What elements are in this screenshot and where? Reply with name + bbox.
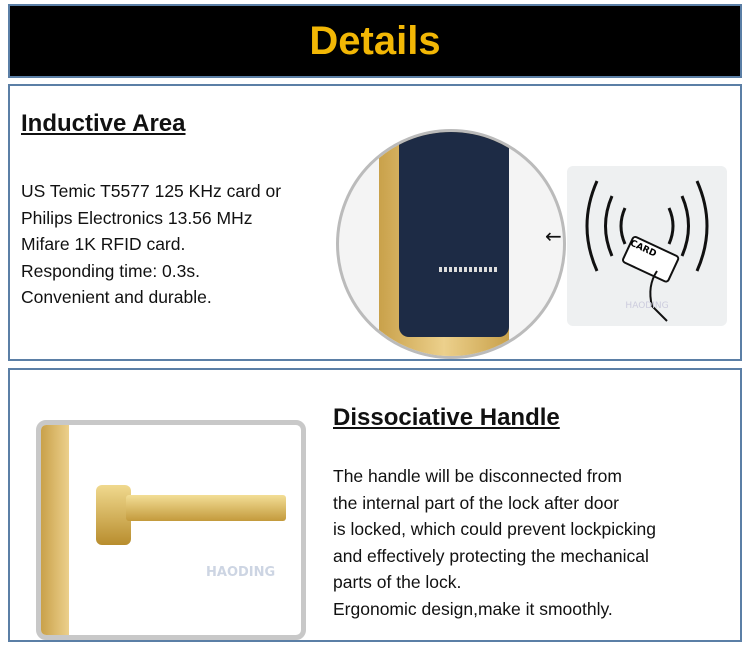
- text-line: Mifare 1K RFID card.: [21, 234, 186, 254]
- header-banner: Details: [8, 4, 742, 78]
- section-title: Dissociative Handle: [333, 404, 560, 431]
- dissociative-handle-panel: HAODING Dissociative Handle The handle w…: [8, 368, 742, 642]
- rfid-card-illustration: CARD HAODING: [567, 166, 727, 326]
- arrow-left-icon: ←: [545, 224, 562, 248]
- watermark-logo: HAODING: [206, 565, 276, 580]
- text-line: Responding time: 0.3s.: [21, 260, 200, 281]
- text-line: US Temic T5577 125 KHz card or: [21, 181, 282, 201]
- watermark-logo: HAODING: [625, 301, 669, 311]
- text-line: Convenient and durable.: [21, 287, 212, 307]
- text-line: parts of the lock.: [333, 572, 462, 592]
- handle-image: HAODING: [36, 420, 306, 640]
- section-text: The handle will be disconnected from the…: [333, 463, 656, 622]
- text-line: and effectively protecting the mechanica…: [333, 545, 649, 566]
- text-line: the internal part of the lock after door: [333, 492, 619, 513]
- rfid-waves-icon: [585, 180, 709, 322]
- text-line: The handle will be disconnected from: [333, 466, 622, 486]
- inductive-area-panel: Inductive Area US Temic T5577 125 KHz ca…: [8, 84, 742, 361]
- section-title: Inductive Area: [21, 110, 186, 137]
- page-title: Details: [309, 18, 441, 63]
- text-line: Ergonomic design,make it smoothly.: [333, 598, 613, 619]
- text-line: Philips Electronics 13.56 MHz: [21, 207, 253, 228]
- lock-closeup-image: [336, 129, 566, 359]
- text-line: is locked, which could prevent lockpicki…: [333, 519, 656, 539]
- section-text: US Temic T5577 125 KHz card or Philips E…: [21, 178, 281, 311]
